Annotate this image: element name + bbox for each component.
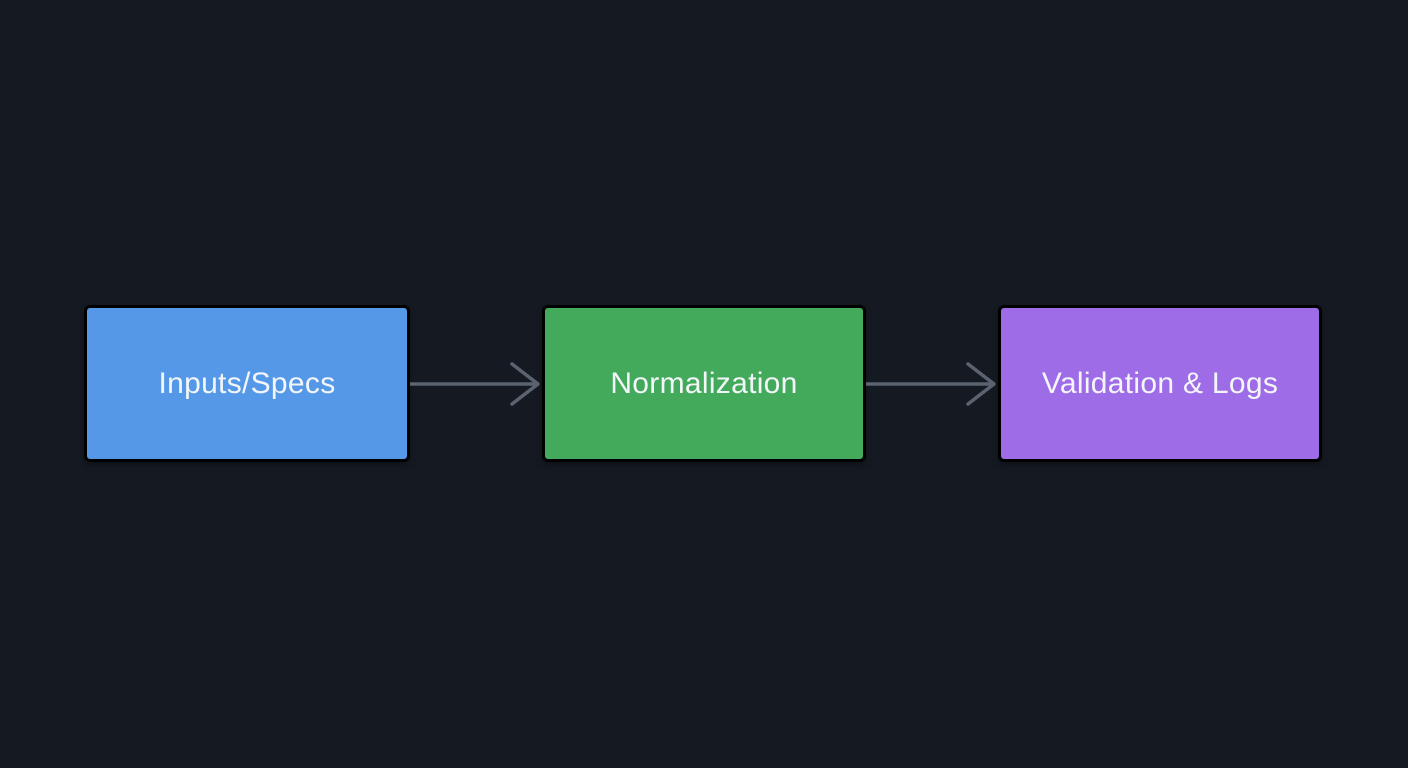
- node-normalization-label: Normalization: [610, 366, 798, 400]
- node-normalization: Normalization: [542, 305, 866, 462]
- edge-arrow-normalization-to-validation: [866, 362, 996, 406]
- arrow-head-icon: [510, 362, 540, 406]
- edge-arrow-inputs-to-normalization: [410, 362, 540, 406]
- node-validation-logs-label: Validation & Logs: [1041, 366, 1279, 400]
- node-validation-logs: Validation & Logs: [998, 305, 1322, 462]
- node-inputs-specs: Inputs/Specs: [84, 305, 410, 462]
- arrow-head-icon: [966, 362, 996, 406]
- node-inputs-specs-label: Inputs/Specs: [158, 366, 336, 400]
